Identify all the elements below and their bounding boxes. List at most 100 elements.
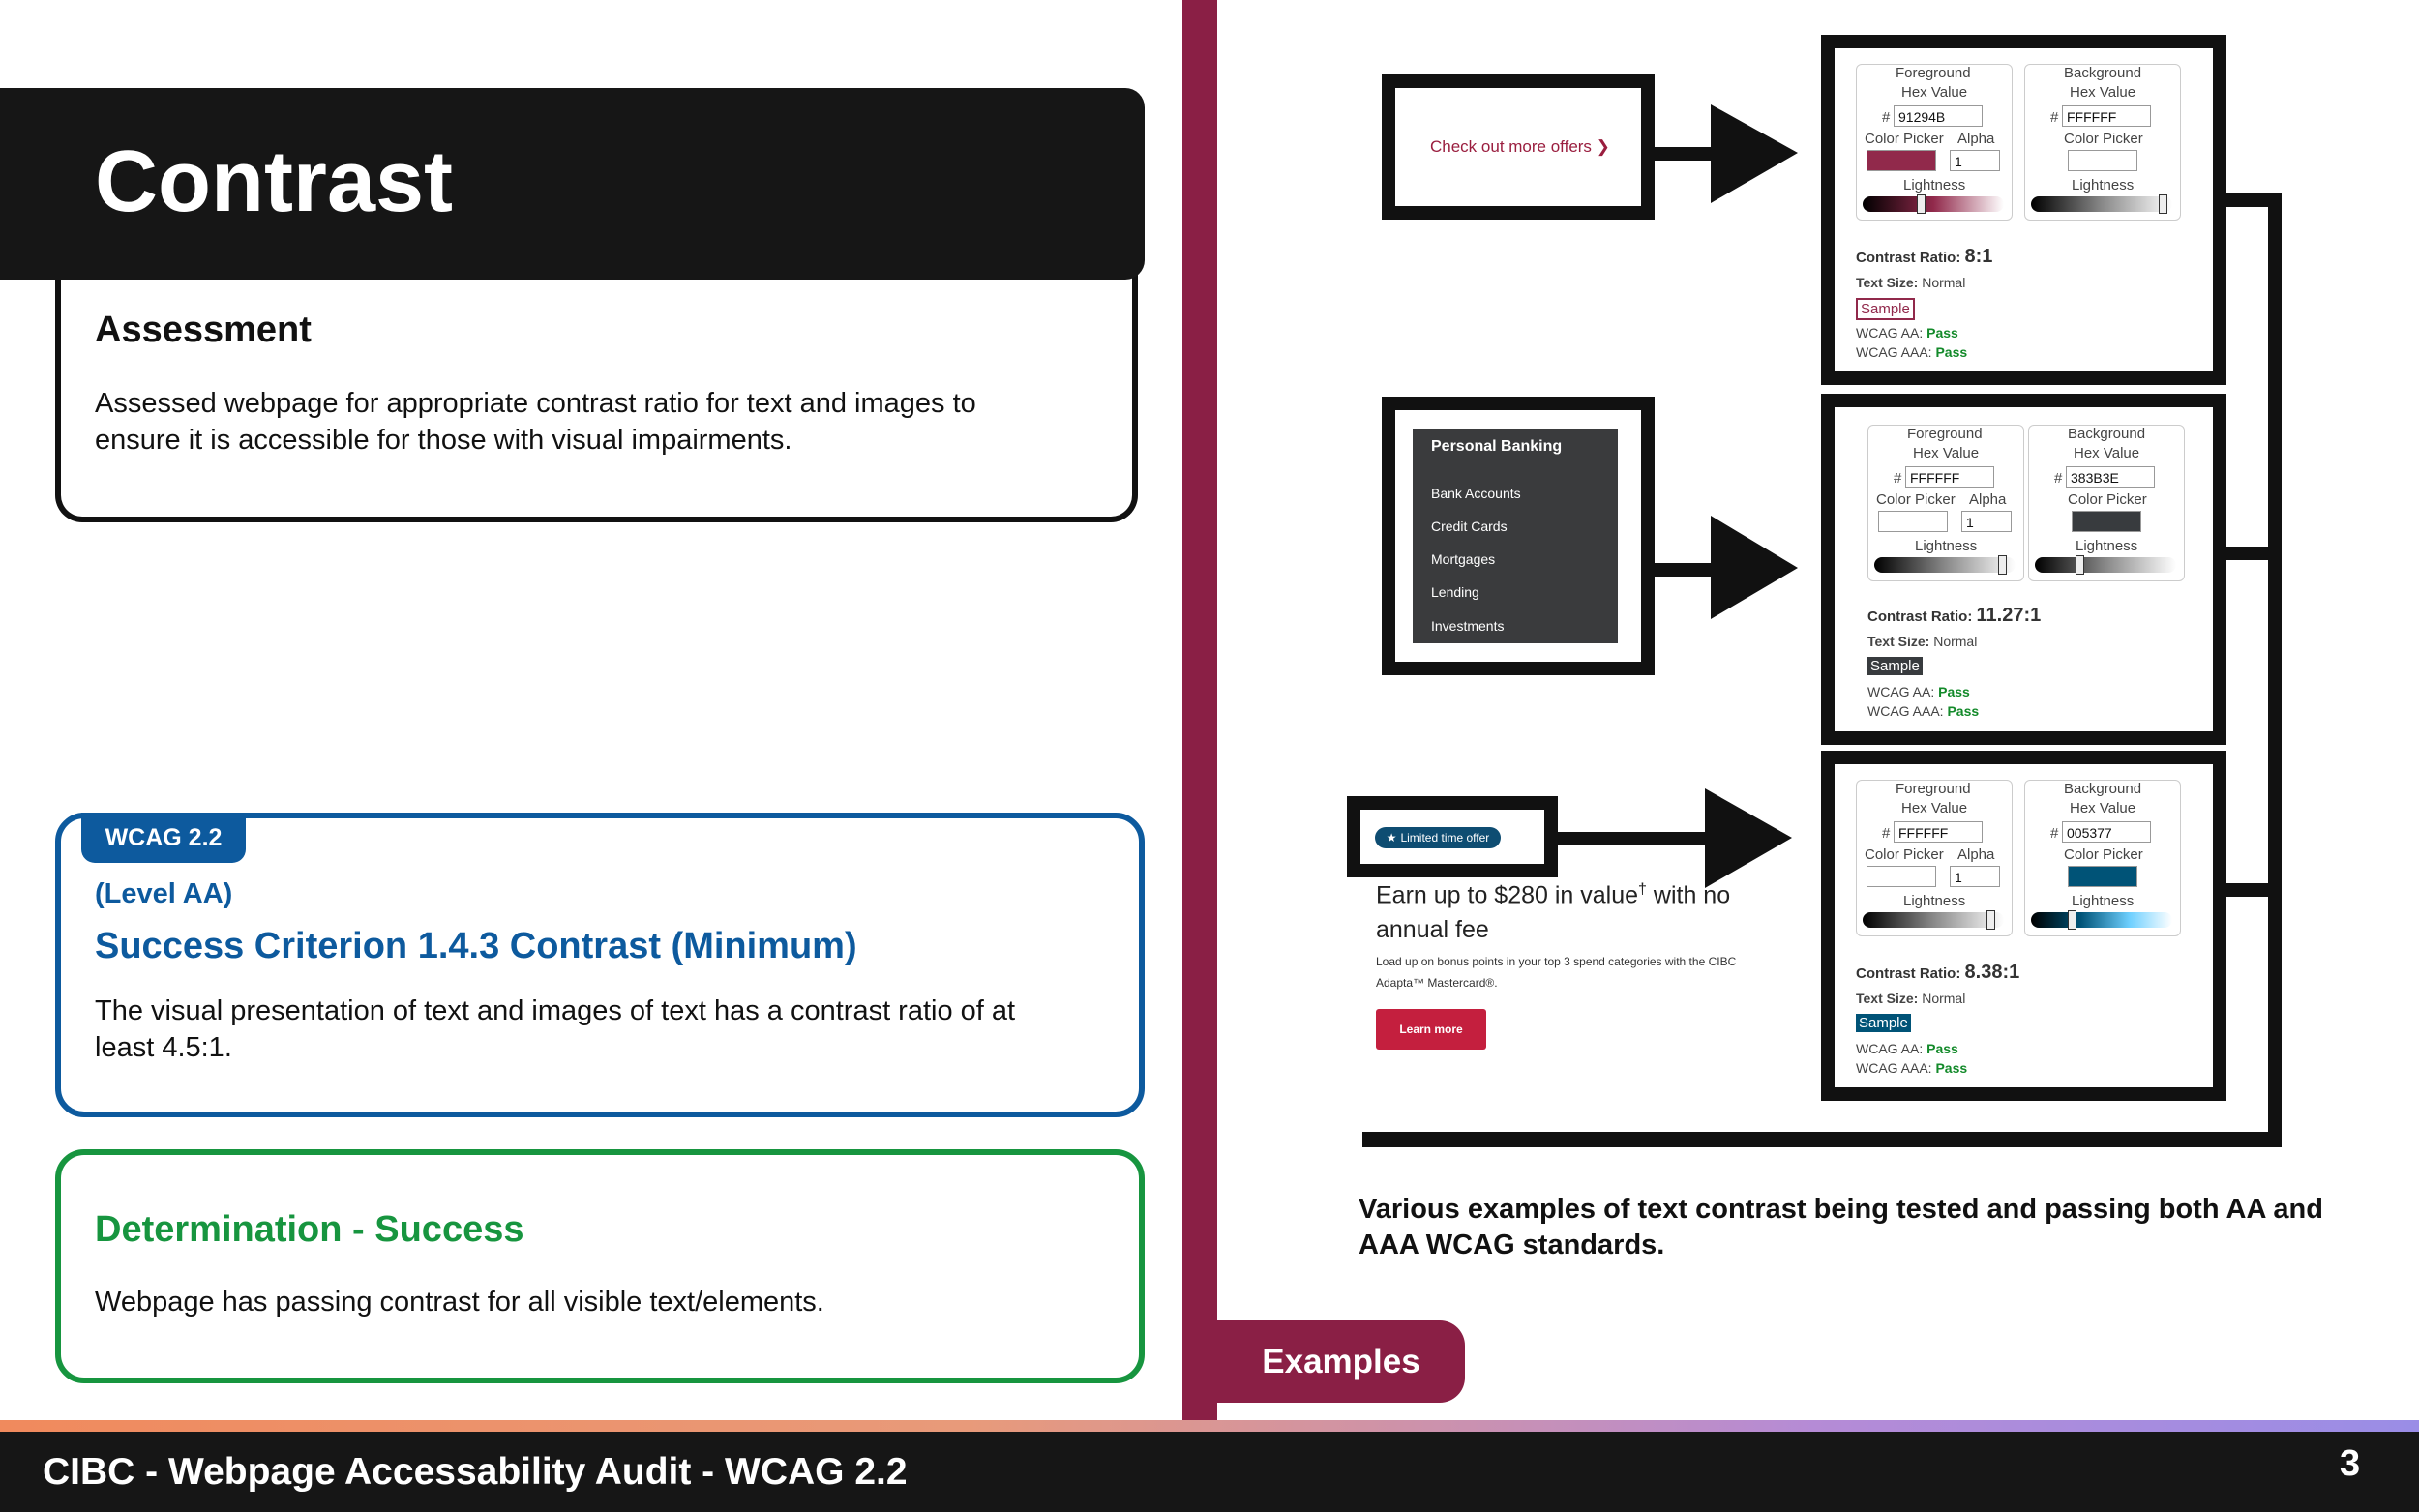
picker-label: Color Picker (2068, 491, 2147, 508)
arrow-head-1 (1711, 104, 1798, 203)
slider-handle[interactable] (2068, 910, 2076, 930)
bg-lightness-slider[interactable] (2031, 912, 2172, 928)
ratio-label: Contrast Ratio: (1856, 250, 1961, 266)
bg-hex-input[interactable]: FFFFFF (2062, 105, 2151, 127)
arrow-shaft-2 (1655, 563, 1717, 577)
assessment-text: Assessed webpage for appropriate contras… (95, 388, 976, 456)
bracket-vertical (2268, 193, 2282, 1147)
fg-lightness-slider[interactable] (1874, 557, 2016, 573)
alpha-input[interactable]: 1 (1950, 150, 2000, 171)
text-size-value: Normal (1922, 275, 1966, 290)
examples-caption: Various examples of text contrast being … (1359, 1194, 2323, 1260)
sample-preview: Sample (1856, 298, 1915, 320)
hash-label: # (1894, 470, 1902, 487)
slider-handle[interactable] (1998, 555, 2007, 575)
alpha-label: Alpha (1969, 491, 2007, 508)
contrast-ratio: Contrast Ratio: 8:1 (1856, 246, 1992, 268)
title-bar (0, 88, 1145, 280)
slider-handle[interactable] (2159, 194, 2167, 214)
hash-label: # (1882, 109, 1891, 126)
bracket-top (2226, 193, 2282, 207)
bg-hex-input[interactable]: 383B3E (2066, 466, 2155, 488)
hex-label: Hex Value (1913, 445, 1980, 461)
banking-menu (1413, 429, 1618, 643)
example-offers-link-frame (1382, 74, 1655, 220)
footer-gradient-stripe (0, 1420, 2419, 1432)
picker-label: Color Picker (1865, 846, 1944, 863)
fg-hex-input[interactable]: 91294B (1894, 105, 1983, 127)
wcag-level: (Level AA) (95, 878, 233, 909)
picker-label: Color Picker (1876, 491, 1956, 508)
foreground-box: Foreground Hex Value # FFFFFF Color Pick… (1867, 425, 2024, 581)
picker-label: Color Picker (2064, 131, 2143, 147)
bracket-bottom (1362, 1132, 2282, 1147)
fg-color-picker[interactable] (1878, 511, 1948, 532)
alpha-input[interactable]: 1 (1961, 511, 2012, 532)
foreground-label: Foreground (1907, 426, 1983, 442)
menu-item[interactable]: Investments (1431, 618, 1505, 634)
learn-more-button[interactable]: Learn more (1376, 1009, 1486, 1050)
fg-hex-input[interactable]: FFFFFF (1905, 466, 1994, 488)
aaa-label: WCAG AAA: (1856, 1060, 1932, 1076)
aa-pass: Pass (1926, 1041, 1958, 1056)
slider-handle[interactable] (2076, 555, 2084, 575)
lightness-label: Lightness (2072, 893, 2135, 909)
arrow-head-2 (1711, 516, 1798, 619)
background-box: Background Hex Value # 005377 Color Pick… (2024, 780, 2181, 936)
page-number: 3 (2340, 1443, 2361, 1484)
foreground-label: Foreground (1896, 65, 1971, 81)
bg-lightness-slider[interactable] (2035, 557, 2176, 573)
star-icon: ★ (1386, 831, 1397, 845)
limited-offer-badge: ★Limited time offer (1375, 827, 1501, 848)
bg-color-picker[interactable] (2068, 866, 2137, 887)
sample-preview: Sample (1856, 1014, 1911, 1032)
wcag-aaa-result: WCAG AAA: Pass (1856, 1060, 1967, 1076)
slider-handle[interactable] (1917, 194, 1926, 214)
text-size-value: Normal (1933, 634, 1978, 649)
text-size-value: Normal (1922, 991, 1966, 1006)
check-offers-link[interactable]: Check out more offers ❯ (1430, 137, 1610, 156)
lightness-label: Lightness (1903, 177, 1966, 193)
ratio-value: 8.38:1 (1964, 962, 2020, 983)
contrast-ratio: Contrast Ratio: 11.27:1 (1867, 605, 2041, 627)
page-title: Contrast (95, 133, 454, 230)
hex-label: Hex Value (1901, 800, 1968, 816)
fg-color-picker[interactable] (1867, 150, 1936, 171)
aaa-pass: Pass (1935, 344, 1968, 360)
bg-color-picker[interactable] (2072, 511, 2141, 532)
lightness-label: Lightness (1915, 538, 1978, 554)
aa-label: WCAG AA: (1867, 684, 1935, 699)
bg-lightness-slider[interactable] (2031, 196, 2172, 212)
arrow-head-3 (1705, 788, 1792, 888)
fg-hex-input[interactable]: FFFFFF (1894, 821, 1983, 843)
wcag-aaa-result: WCAG AAA: Pass (1867, 703, 1979, 719)
picker-label: Color Picker (2064, 846, 2143, 863)
fg-lightness-slider[interactable] (1863, 196, 2004, 212)
wcag-card (55, 813, 1145, 1117)
fg-lightness-slider[interactable] (1863, 912, 2004, 928)
alpha-input[interactable]: 1 (1950, 866, 2000, 887)
wcag-aa-result: WCAG AA: Pass (1867, 684, 1970, 699)
menu-item[interactable]: Mortgages (1431, 551, 1496, 567)
aa-label: WCAG AA: (1856, 1041, 1924, 1056)
ratio-value: 8:1 (1964, 246, 1993, 267)
aaa-pass: Pass (1947, 703, 1980, 719)
foreground-box: Foreground Hex Value # FFFFFF Color Pick… (1856, 780, 2013, 936)
headline-rest: with no annual fee (1376, 881, 1731, 944)
arrow-shaft-3 (1558, 832, 1713, 845)
background-label: Background (2064, 781, 2142, 797)
bg-color-picker[interactable] (2068, 150, 2137, 171)
menu-item[interactable]: Lending (1431, 584, 1479, 600)
offer-headline: Earn up to $280 in value† with no annual… (1376, 873, 1782, 947)
menu-item[interactable]: Credit Cards (1431, 519, 1508, 534)
lightness-label: Lightness (1903, 893, 1966, 909)
bg-hex-input[interactable]: 005377 (2062, 821, 2151, 843)
footer-bar (0, 1432, 2419, 1512)
fg-color-picker[interactable] (1867, 866, 1936, 887)
determination-heading: Determination - Success (95, 1209, 524, 1250)
menu-item[interactable]: Bank Accounts (1431, 486, 1521, 501)
aa-pass: Pass (1938, 684, 1970, 699)
slider-handle[interactable] (1986, 910, 1995, 930)
section-divider (1182, 0, 1217, 1420)
contrast-panel-2: Foreground Hex Value # FFFFFF Color Pick… (1821, 394, 2226, 745)
